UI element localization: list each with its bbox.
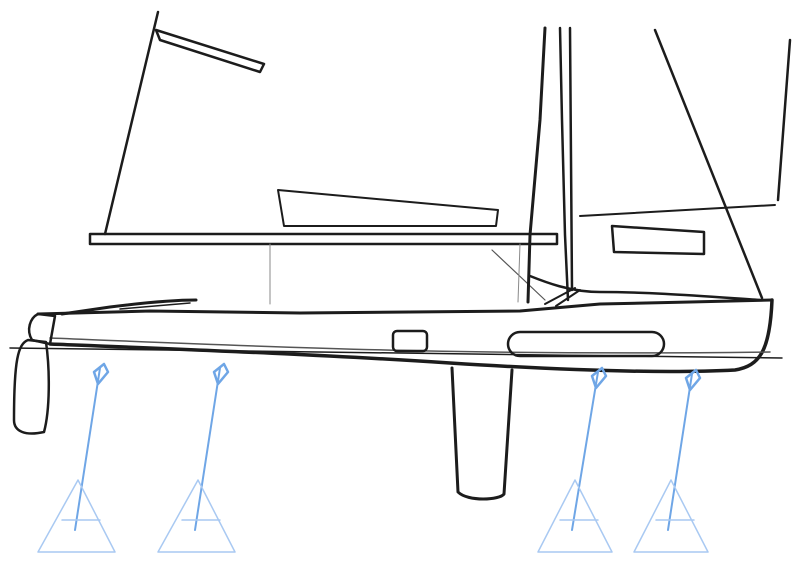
boat-stand-1 (37, 362, 116, 553)
chainplate-line (544, 287, 581, 307)
cabin-window (610, 224, 706, 256)
boom (88, 232, 559, 246)
stand-3-head (590, 366, 608, 390)
mainsail-head-batten (154, 28, 266, 74)
mast-aft (558, 26, 570, 302)
jib-foot (579, 204, 776, 217)
boat-stand-3 (537, 366, 613, 553)
mast-step (528, 274, 762, 302)
boat-stands (37, 362, 709, 553)
mast-track (517, 243, 521, 303)
stand-4-legs (633, 479, 709, 553)
stand-2-head (212, 362, 230, 386)
hull-deck-line (36, 298, 774, 316)
stand-1-head (92, 362, 110, 386)
stand-2-pole (194, 367, 221, 531)
cockpit-coaming-inner (119, 302, 191, 310)
hull-sheer-line (49, 337, 771, 354)
mast (526, 26, 547, 304)
sail-cover (277, 189, 499, 227)
jib-leech (776, 38, 792, 202)
hull-port-long (506, 330, 666, 358)
boat (9, 10, 792, 501)
hull-port-small (391, 329, 429, 353)
stand-1-legs (37, 479, 116, 553)
boat-stand-2 (157, 362, 236, 553)
mainsail-leech (103, 10, 160, 236)
keel (450, 366, 514, 501)
mast-shroud (568, 26, 574, 292)
hull-bottom (48, 298, 774, 374)
stand-3-legs (537, 479, 613, 553)
stand-4-head (684, 368, 702, 392)
forestay (653, 28, 764, 300)
stand-1-pole (74, 367, 101, 531)
stand-3-pole (571, 371, 599, 531)
stand-4-pole (667, 373, 693, 531)
boat-stand-4 (633, 368, 709, 553)
rudder (12, 338, 51, 435)
cockpit-coaming (60, 298, 198, 316)
stand-2-legs (157, 479, 236, 553)
